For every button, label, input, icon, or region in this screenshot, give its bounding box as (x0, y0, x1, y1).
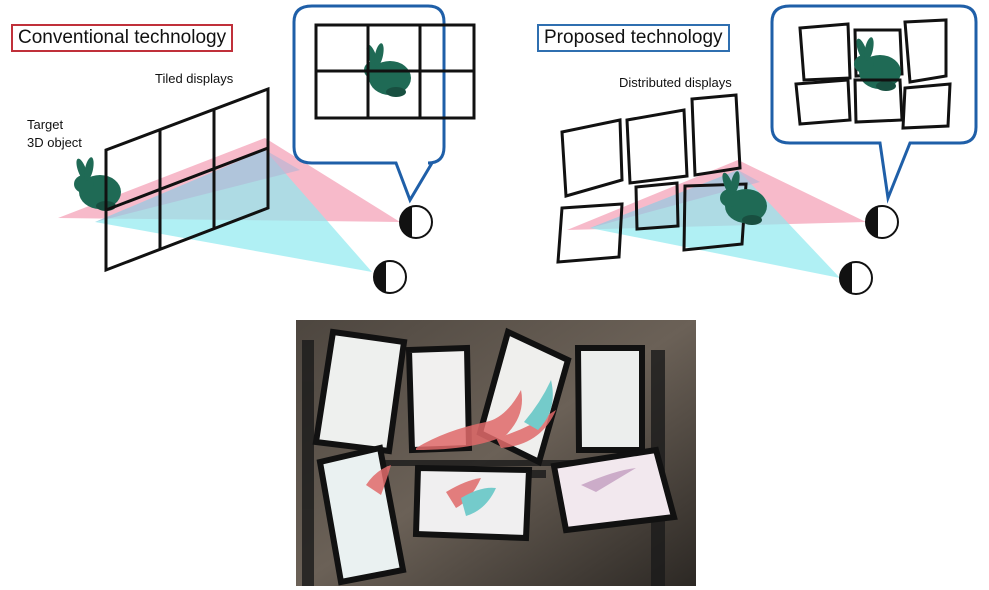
tiled-displays-label: Tiled displays (155, 71, 234, 86)
speech-bubble-icon (770, 4, 978, 204)
left-eye-icon (865, 205, 899, 239)
prototype-photo (296, 320, 696, 586)
target-label-line1: Target (27, 117, 64, 132)
distributed-view (794, 18, 952, 130)
right-eye-icon (373, 260, 407, 294)
conventional-diagram (58, 4, 476, 294)
conventional-title: Conventional technology (11, 24, 234, 52)
proposed-diagram (556, 4, 978, 295)
tiled-display-grid (104, 86, 270, 273)
target-label-line2: 3D object (27, 135, 82, 150)
proposed-title: Proposed technology (537, 24, 730, 52)
tiled-grid-view (314, 23, 476, 120)
right-eye-icon (839, 261, 873, 295)
bunny-icon (74, 156, 121, 211)
distributed-displays-label: Distributed displays (619, 75, 732, 90)
right-eye-beam (590, 170, 840, 278)
left-eye-icon (399, 205, 433, 239)
right-eye-beam (95, 150, 372, 272)
